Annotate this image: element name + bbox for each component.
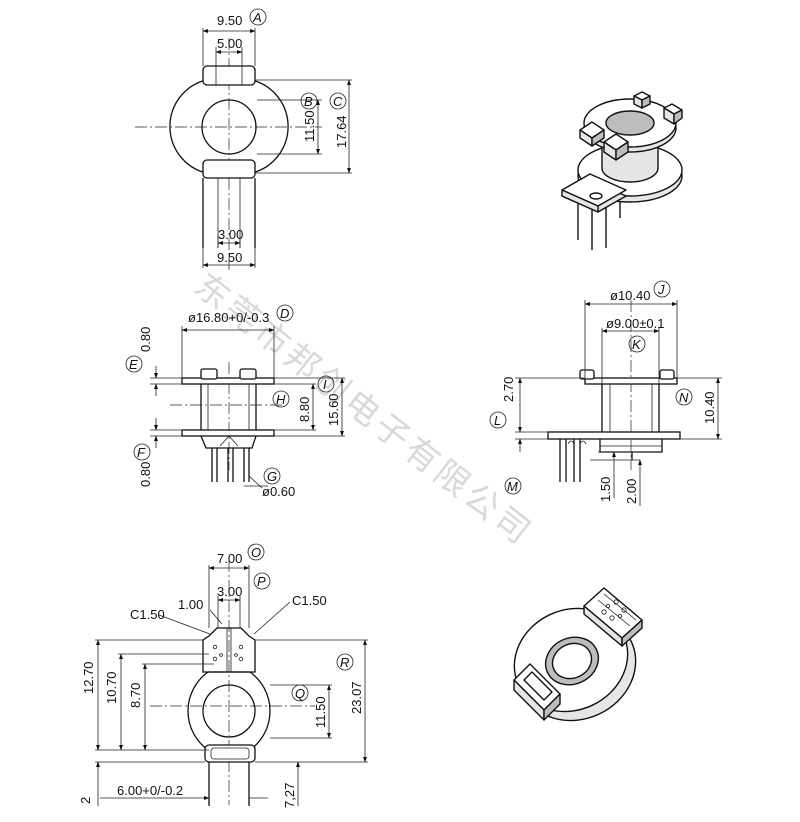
isometric-view-bottom (513, 587, 643, 722)
dim-front-200: 2.00 (624, 479, 639, 504)
dim-bottom-727: 7,27 (282, 783, 297, 808)
tag-m: M (507, 479, 518, 494)
dim-side-080-bottom: 0.80 (138, 462, 153, 487)
dim-top-950-bottom: 9.50 (217, 250, 242, 265)
dim-top-950: 9.50 (217, 13, 242, 28)
dim-side-880: 8.80 (297, 397, 312, 422)
tag-n: N (679, 390, 689, 405)
dim-bottom-870: 8.70 (128, 683, 143, 708)
dim-top-1150: 11.50 (302, 110, 317, 142)
tag-c: C (333, 94, 343, 109)
dim-side-080-top: 0.80 (138, 327, 153, 352)
tag-h: H (276, 392, 286, 407)
dim-front-270: 2.70 (501, 377, 516, 402)
dim-bottom-100: 1.00 (178, 597, 203, 612)
dim-side-060: ø0.60 (262, 484, 295, 499)
front-view: ø10.40 ø9.00±0.1 2.70 10.40 1.50 2.00 J … (489, 280, 722, 506)
dim-front-1040: ø10.40 (610, 288, 650, 303)
tag-o: O (251, 545, 261, 560)
dim-bottom-1070: 10.70 (104, 671, 119, 704)
tag-r: R (340, 655, 349, 670)
tag-i: I (323, 377, 327, 392)
tag-e: E (129, 357, 138, 372)
tag-k: K (632, 337, 642, 352)
tag-l: L (494, 413, 501, 428)
tag-a: A (252, 10, 262, 25)
dim-front-900: ø9.00±0.1 (606, 316, 664, 331)
isometric-view-top (561, 91, 683, 250)
bottom-view: 7.00 3.00 1.00 C1.50 C1.50 12.70 10.70 8… (78, 543, 368, 808)
watermark-text: 东莞市邦创电子有限公司 (186, 266, 540, 555)
side-view: ø16.80+0/-0.3 0.80 8.80 15.60 0.80 ø0.60… (125, 304, 345, 499)
tag-q: Q (295, 686, 305, 701)
top-view: 9.50 5.00 11.50 17.64 3.00 9.50 A B C (135, 8, 352, 270)
dim-front-150: 1.50 (598, 477, 613, 502)
tag-g: G (267, 469, 277, 484)
dim-top-300: 3.00 (218, 227, 243, 242)
dim-bottom-600: 6.00+0/-0.2 (117, 783, 183, 798)
dim-top-1764: 17.64 (334, 115, 349, 148)
dim-bottom-c150-right: C1.50 (292, 593, 327, 608)
dim-bottom-1150: 11.50 (313, 696, 328, 728)
tag-j: J (657, 282, 665, 297)
dim-bottom-300: 3.00 (217, 584, 242, 599)
tag-d: D (280, 306, 289, 321)
dim-bottom-c150-left: C1.50 (130, 607, 165, 622)
dim-bottom-2: 2 (78, 797, 93, 804)
dim-bottom-2307: 23.07 (349, 681, 364, 714)
dim-front-1040-h: 10.40 (702, 391, 717, 424)
dim-side-1560: 15.60 (326, 393, 341, 426)
dim-bottom-1270: 12.70 (81, 661, 96, 694)
dim-top-500: 5.00 (217, 36, 242, 51)
tag-f: F (137, 445, 146, 460)
dim-side-1680: ø16.80+0/-0.3 (188, 310, 269, 325)
tag-p: P (257, 574, 266, 589)
dim-bottom-700: 7.00 (217, 551, 242, 566)
tag-b: B (304, 94, 313, 109)
